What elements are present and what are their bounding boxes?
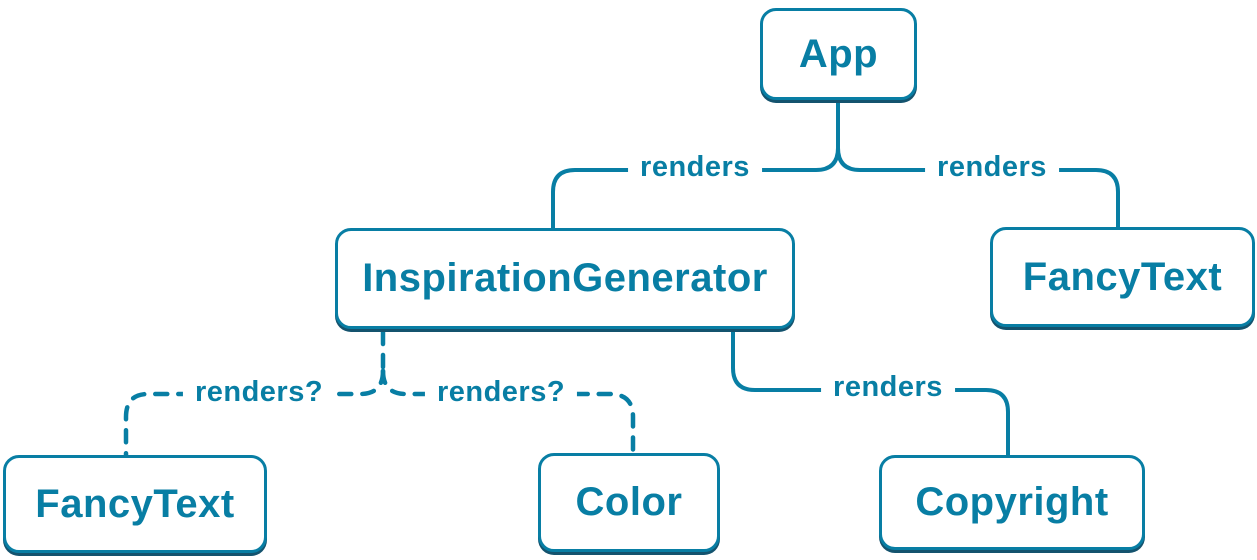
node-fancy-text-bottom-label: FancyText bbox=[35, 481, 235, 526]
node-color: Color bbox=[538, 453, 720, 552]
node-copyright-label: Copyright bbox=[915, 480, 1109, 524]
node-app: App bbox=[760, 8, 917, 100]
node-app-label: App bbox=[798, 31, 879, 76]
node-color-label: Color bbox=[575, 480, 683, 524]
node-fancy-text-bottom: FancyText bbox=[3, 455, 267, 553]
edge-inspirationgenerator-fancytext-dashed bbox=[123, 368, 386, 458]
edge-label-app-inspirationgenerator: renders bbox=[628, 151, 762, 184]
node-fancy-text-top: FancyText bbox=[990, 227, 1255, 327]
node-inspiration-generator-label: InspirationGenerator bbox=[362, 256, 768, 300]
edge-label-inspirationgenerator-copyright: renders bbox=[821, 371, 955, 404]
node-fancy-text-top-label: FancyText bbox=[1022, 254, 1223, 299]
node-copyright: Copyright bbox=[879, 455, 1145, 550]
edge-label-inspirationgenerator-fancytext: renders? bbox=[182, 376, 336, 409]
node-inspiration-generator: InspirationGenerator bbox=[335, 228, 795, 329]
edge-inspirationgenerator-color-dashed bbox=[380, 368, 636, 456]
edge-label-app-fancytext: renders bbox=[925, 151, 1059, 184]
edge-label-inspirationgenerator-color: renders? bbox=[424, 376, 578, 409]
